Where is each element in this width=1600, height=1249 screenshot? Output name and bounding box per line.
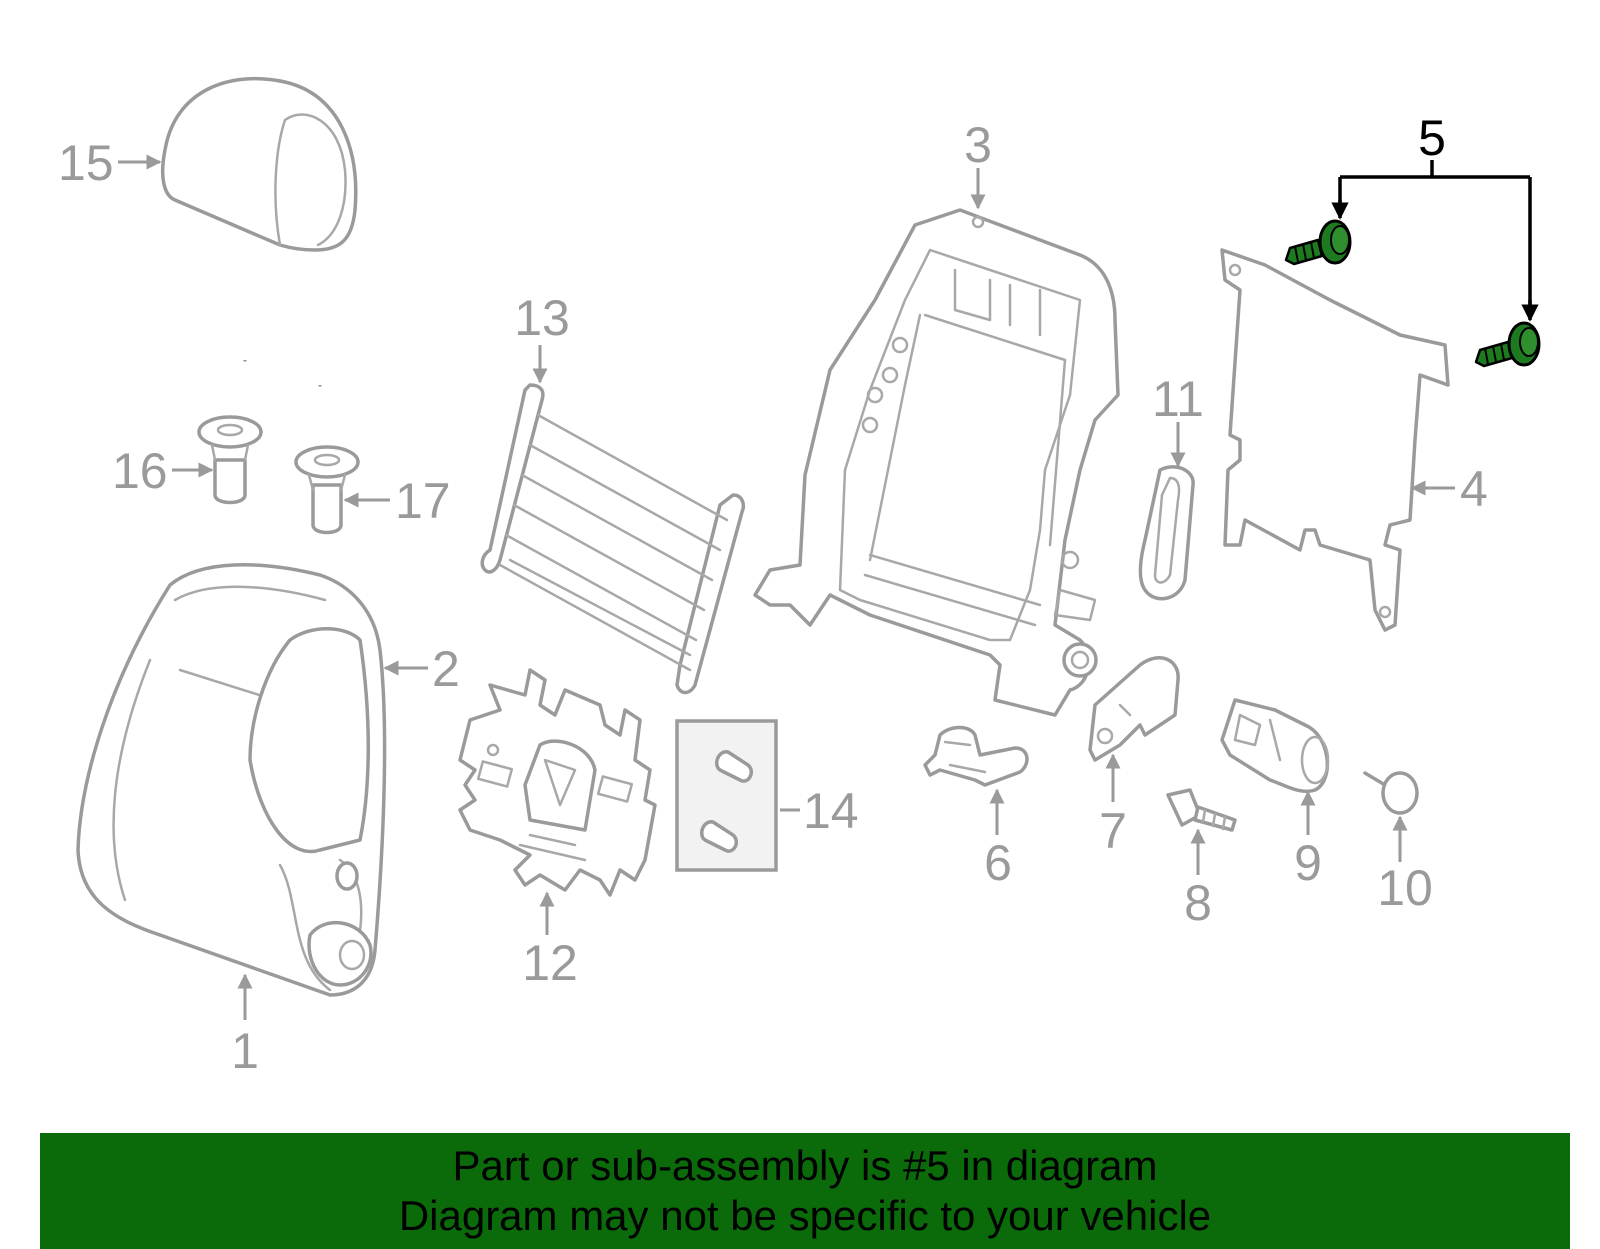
banner-line-part: Part or sub-assembly is #5 in diagram — [452, 1142, 1158, 1189]
guide-sleeve-part-16[interactable] — [197, 415, 263, 505]
callout-12: 12 — [522, 935, 578, 991]
leader-lines — [118, 154, 1539, 1020]
back-panel-part[interactable] — [1220, 248, 1450, 632]
banner-line-disclaimer: Diagram may not be specific to your vehi… — [398, 1192, 1212, 1239]
cap-part-10[interactable] — [1363, 771, 1419, 815]
bolt-part-8[interactable] — [1166, 788, 1237, 832]
callout-7: 7 — [1099, 803, 1127, 859]
lumbar-mat-part[interactable] — [480, 383, 746, 695]
callout-10: 10 — [1377, 860, 1433, 916]
callout-11: 11 — [1152, 371, 1204, 427]
trim-cover-part-11[interactable] — [1138, 465, 1195, 601]
seat-back-frame-part[interactable] — [753, 208, 1120, 717]
bolt-part-5-upper[interactable] — [1284, 219, 1352, 266]
guide-sleeve-part-17[interactable] — [294, 445, 360, 535]
callout-15: 15 — [58, 135, 114, 191]
callout-13: 13 — [514, 290, 570, 346]
callout-6: 6 — [984, 835, 1012, 891]
info-banner: Part or sub-assembly is #5 in diagram Di… — [40, 1133, 1570, 1249]
lumbar-support-part[interactable] — [458, 668, 657, 897]
callout-2: 2 — [432, 641, 460, 697]
callout-4: 4 — [1460, 461, 1488, 517]
callout-5[interactable]: 5 — [1418, 110, 1446, 166]
seat-back-cover-part[interactable] — [76, 563, 387, 997]
callout-14: 14 — [803, 783, 859, 839]
callout-17: 17 — [395, 473, 451, 529]
headrest-part[interactable] — [161, 77, 358, 387]
bolt-part-5-lower[interactable] — [1474, 321, 1541, 368]
parts-diagram: 1 2 3 4 5 6 7 8 9 10 11 12 13 14 15 16 1… — [58, 77, 1541, 1079]
pad-part-14[interactable] — [675, 719, 778, 872]
bracket-part-6[interactable] — [923, 725, 1029, 787]
callout-labels: 1 2 3 4 5 6 7 8 9 10 11 12 13 14 15 16 1… — [58, 110, 1488, 1079]
callout-8: 8 — [1184, 875, 1212, 931]
callout-1: 1 — [231, 1023, 259, 1079]
callout-9: 9 — [1294, 835, 1322, 891]
bracket-part-7[interactable] — [1088, 656, 1180, 762]
knob-part-9[interactable] — [1220, 698, 1330, 793]
callout-3: 3 — [964, 117, 992, 173]
callout-16: 16 — [112, 443, 168, 499]
